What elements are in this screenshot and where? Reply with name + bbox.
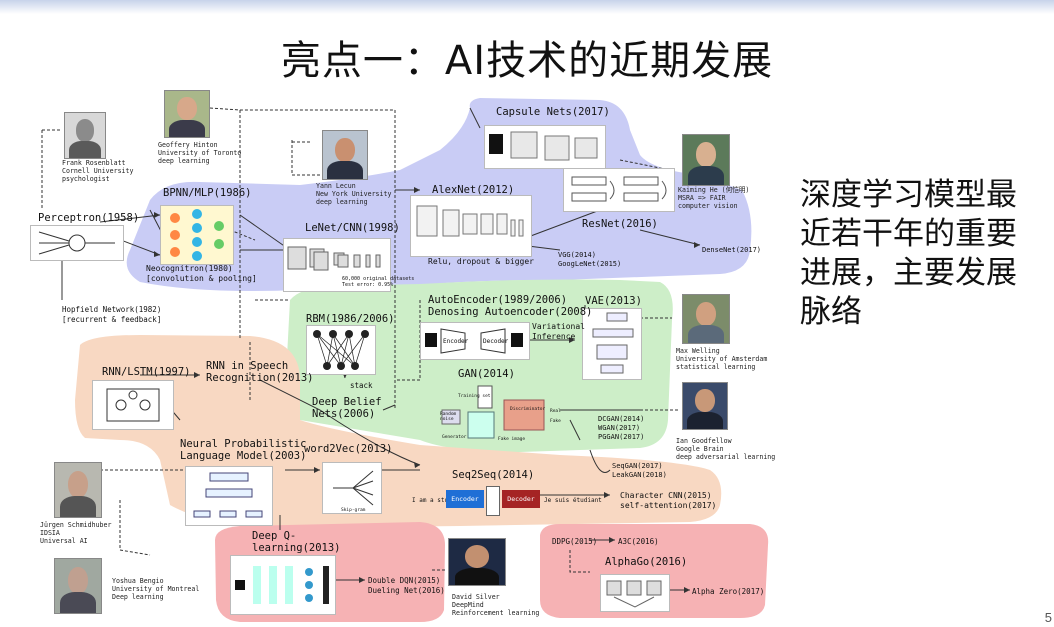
- goodfellow-caption: Ian Goodfellow Google Brain deep adversa…: [676, 438, 775, 461]
- neocognitron-label: Neocognitron(1980) [convolution & poolin…: [146, 264, 257, 284]
- hinton-photo: [164, 90, 210, 138]
- seq-vector: [486, 486, 500, 516]
- hopfield-label: Hopfield Network(1982) [recurrent & feed…: [62, 305, 161, 324]
- char-cnn-label: Character CNN(2015) self-attention(2017): [620, 491, 716, 511]
- variational-label: Variational Inference: [532, 322, 585, 342]
- bpnn-diagram: [160, 205, 234, 265]
- ae-decoder-label: Decoder: [483, 336, 508, 347]
- schmidhuber-photo: [54, 462, 102, 518]
- vae-label: VAE(2013): [585, 295, 642, 307]
- gan-training-set: Training set: [458, 394, 491, 399]
- word2vec-diagram: Skip-gram: [322, 462, 382, 514]
- dbn-label: Deep Belief Nets(2006): [312, 396, 382, 420]
- bengio-caption: Yoshua Bengio University of Montreal Dee…: [112, 578, 199, 601]
- kaiming-caption: Kaiming He (何恺明) MSRA => FAIR computer v…: [678, 187, 749, 210]
- rosenblatt-photo: [64, 112, 106, 159]
- gan-discriminator: Discriminator: [510, 404, 545, 415]
- resnet-label: ResNet(2016): [582, 218, 658, 230]
- gan-fake: Fake: [550, 416, 561, 427]
- ae-encoder-label: Encoder: [443, 336, 468, 347]
- side-summary-text: 深度学习模型最近若干年的重要进展，主要发展脉络: [800, 176, 1040, 332]
- dqn-diagram: [230, 555, 336, 615]
- dcgan-label: DCGAN(2014) WGAN(2017) PGGAN(2017): [598, 415, 644, 442]
- nplm-label: Neural Probabilistic Language Model(2003…: [180, 438, 306, 462]
- perceptron-label: Perceptron(1958): [38, 212, 139, 224]
- a3c-label: A3C(2016): [618, 536, 659, 547]
- double-dqn-label: Double DQN(2015) Dueling Net(2016): [368, 576, 445, 595]
- hinton-caption: Geoffery Hinton University of Toronto de…: [158, 142, 241, 165]
- lenet-stats: 60,000 original datasets Test error: 0.9…: [342, 276, 414, 288]
- lenet-label: LeNet/CNN(1998): [305, 222, 400, 234]
- lstm-diagram: [92, 380, 174, 430]
- alexnet-label: AlexNet(2012): [432, 184, 514, 196]
- seq-decoder-box: Decoder: [502, 490, 540, 508]
- vgg-label: VGG(2014) GoogLeNet(2015): [558, 251, 621, 269]
- silver-caption: David Silver DeepMind Reinforcement lear…: [452, 594, 539, 617]
- silver-photo: [448, 538, 506, 586]
- resnet-diagram: [563, 168, 675, 212]
- seq2seq-label: Seq2Seq(2014): [452, 469, 534, 481]
- dqn-label: Deep Q- learning(2013): [252, 530, 341, 554]
- page-number: 5: [1045, 610, 1052, 625]
- autoencoder-diagram: Encoder Decoder: [420, 322, 530, 360]
- alphago-label: AlphaGo(2016): [605, 556, 687, 568]
- vae-diagram: [582, 308, 642, 380]
- welling-photo: [682, 294, 730, 344]
- perceptron-diagram: [30, 225, 124, 261]
- bpnn-label: BPNN/MLP(1986): [163, 187, 252, 199]
- welling-caption: Max Welling University of Amsterdam stat…: [676, 348, 767, 371]
- gan-label: GAN(2014): [458, 368, 515, 380]
- ddpg-label: DDPG(2015): [552, 536, 597, 547]
- capsule-diagram: [484, 125, 606, 169]
- alphazero-label: Alpha Zero(2017): [692, 586, 764, 597]
- lecun-photo: [322, 130, 368, 180]
- gan-diagram: Training set Random noise Generator Disc…: [438, 382, 550, 442]
- gan-fake-image: Fake image: [498, 434, 525, 445]
- gan-generator: Generator: [442, 432, 466, 443]
- rbm-diagram: [306, 325, 376, 375]
- goodfellow-photo: [682, 382, 728, 430]
- skipgram-label: Skip-gram: [341, 505, 365, 516]
- kaiming-photo: [682, 134, 730, 186]
- rnn-speech-label: RNN in Speech Recognition(2013): [206, 360, 313, 384]
- capsule-label: Capsule Nets(2017): [496, 106, 610, 118]
- stack-label: stack: [350, 380, 373, 391]
- densenet-label: DenseNet(2017): [702, 245, 761, 256]
- alphago-diagram: [600, 574, 670, 612]
- rnn-lstm-label: RNN/LSTM(1997): [102, 366, 191, 378]
- rbm-label: RBM(1986/2006): [306, 313, 395, 325]
- lecun-caption: Yann Lecun New York University deep lear…: [316, 183, 391, 206]
- seq-encoder-box: Encoder: [446, 490, 484, 508]
- bengio-photo: [54, 558, 102, 614]
- nplm-diagram: [185, 466, 273, 526]
- rosenblatt-caption: Frank Rosenblatt Cornell University psyc…: [62, 160, 133, 183]
- seqgan-label: SeqGAN(2017) LeakGAN(2018): [612, 462, 667, 480]
- gan-random-noise: Random noise: [440, 412, 456, 422]
- autoencoder-label: AutoEncoder(1989/2006) Denosing Autoenco…: [428, 294, 592, 318]
- alexnet-diagram: [410, 195, 532, 257]
- seq-output-text: Je suis étudiant: [544, 495, 602, 506]
- word2vec-label: word2Vec(2013): [304, 443, 393, 455]
- alexnet-note: Relu, dropout & bigger: [428, 256, 534, 267]
- schmidhuber-caption: Jürgen Schmidhuber IDSIA Universal AI: [40, 522, 111, 545]
